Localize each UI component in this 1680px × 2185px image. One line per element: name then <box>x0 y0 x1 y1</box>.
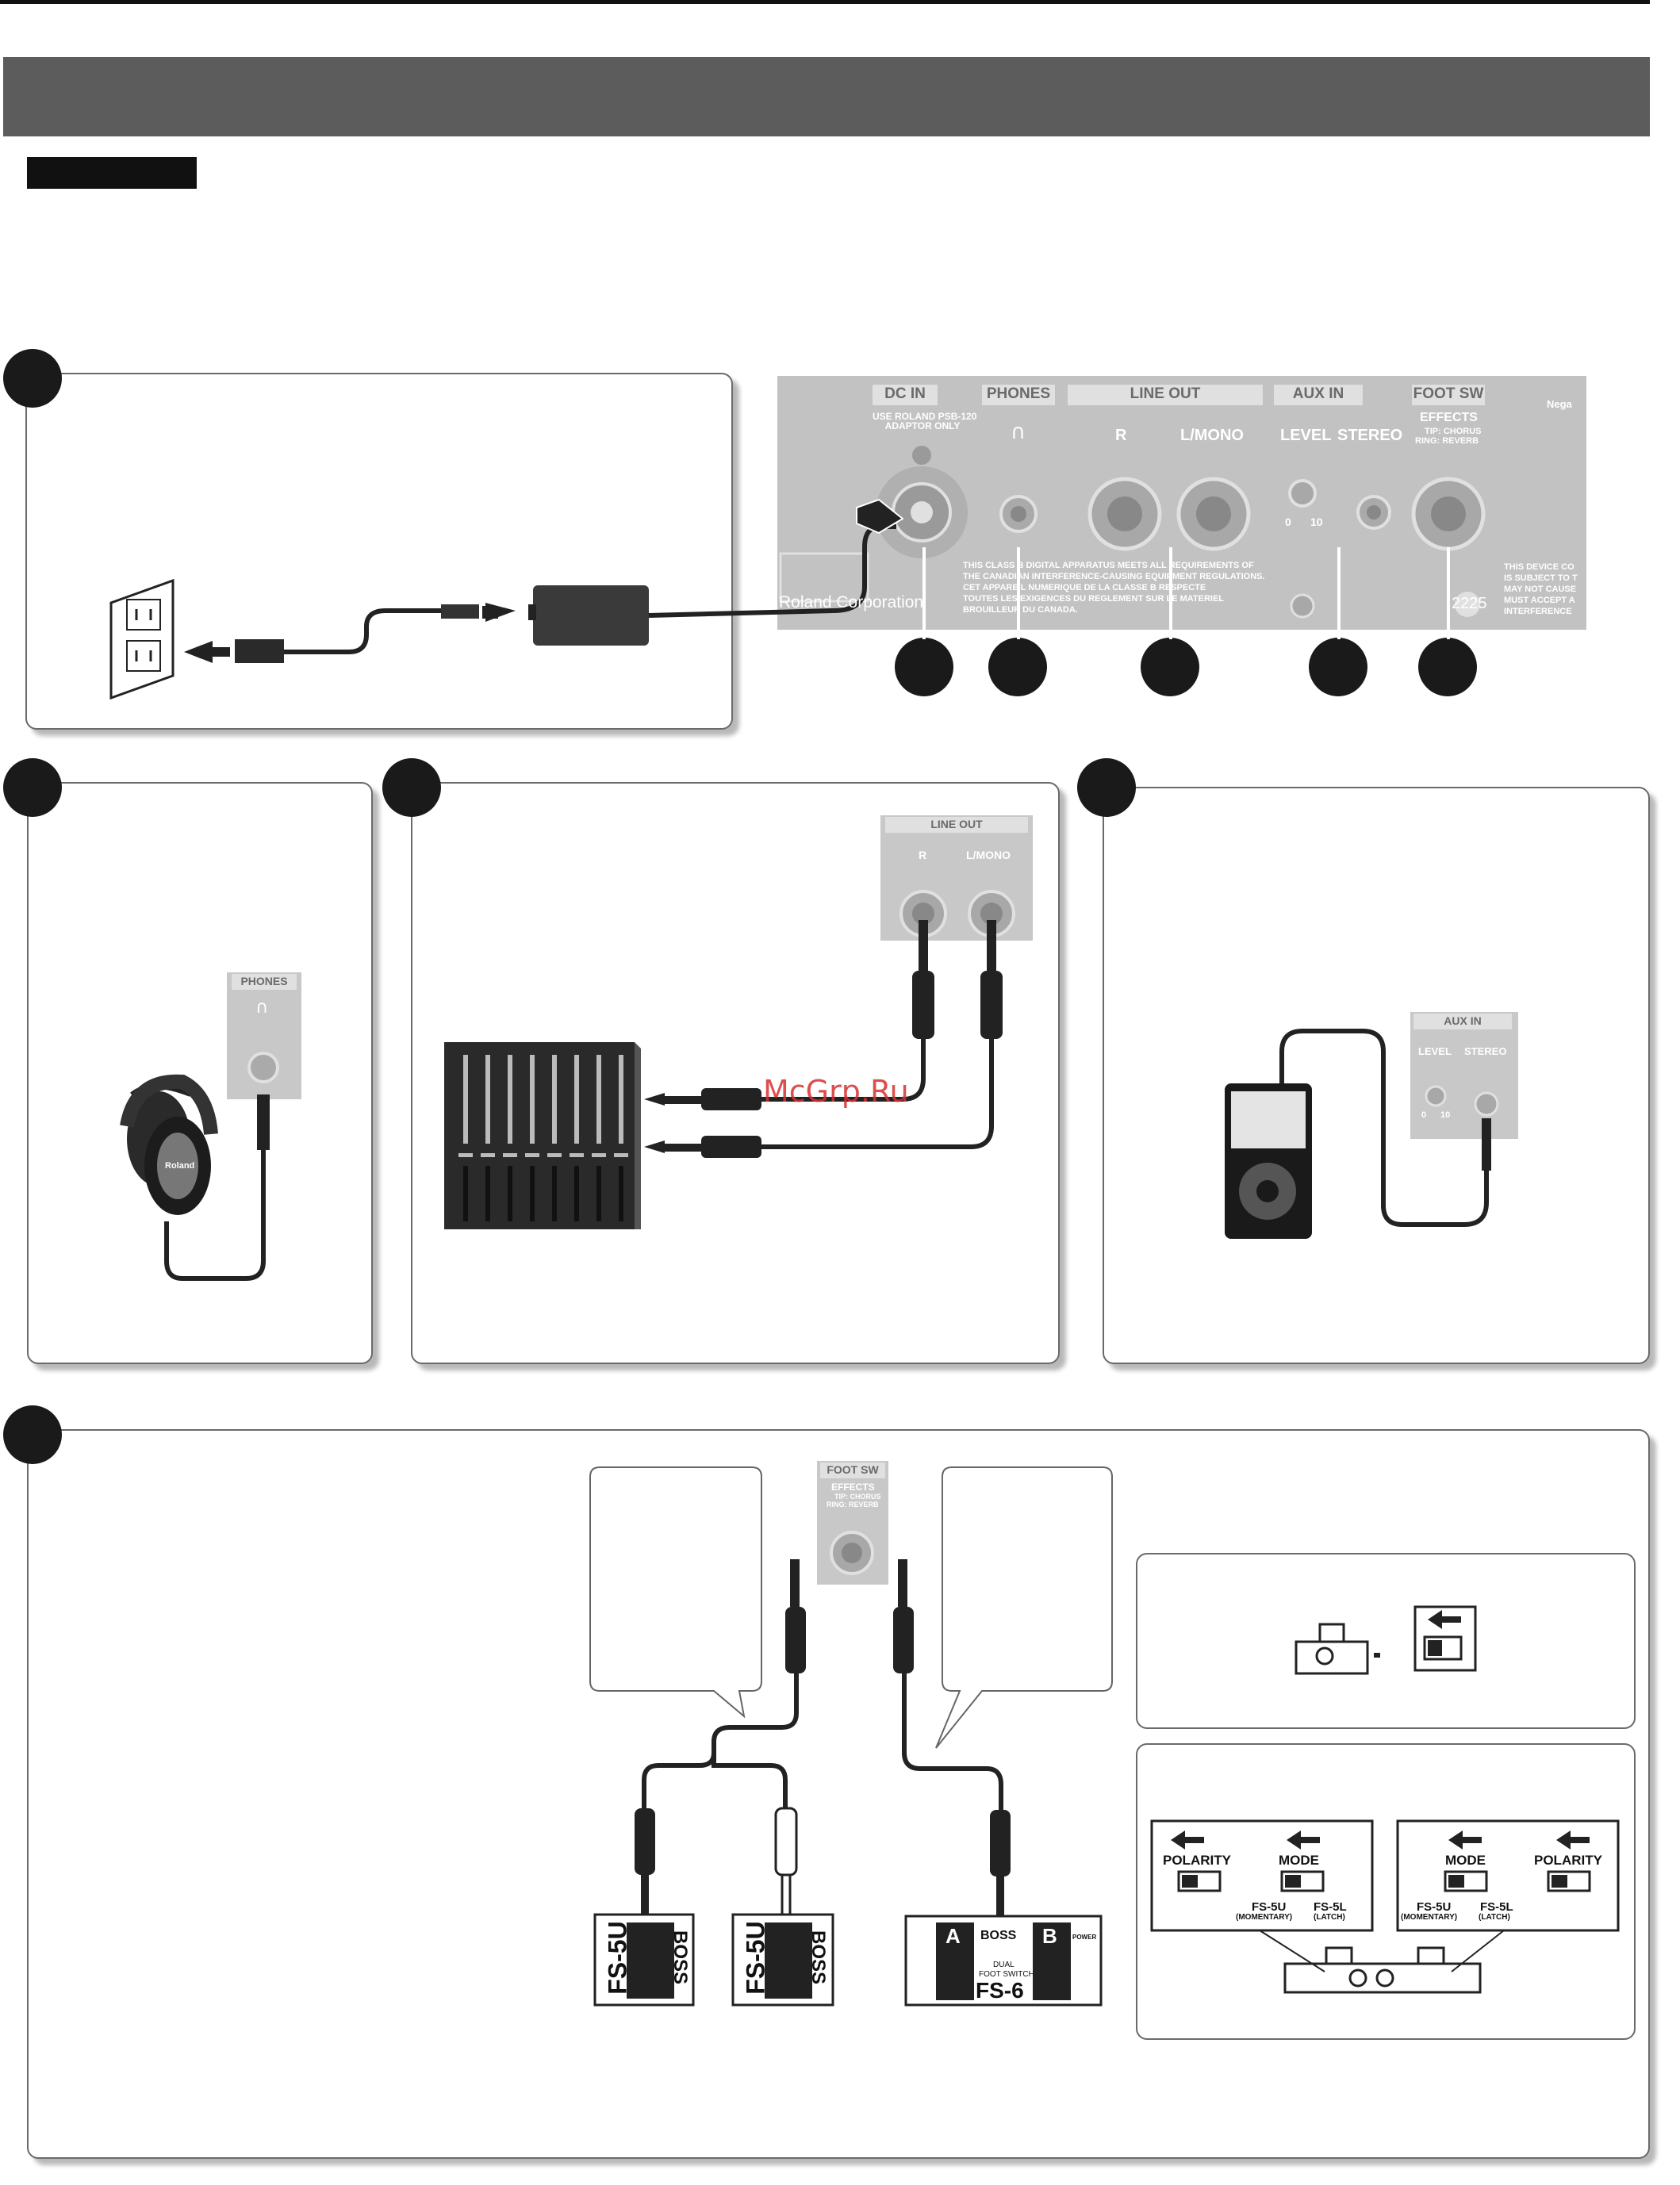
rear-foot-sw-label: FOOT SW <box>1413 385 1484 402</box>
fs6-b-label: B <box>1042 1924 1057 1948</box>
aux-level-label: LEVEL <box>1418 1045 1452 1057</box>
right-fs5u-label: FS-5U <box>1417 1900 1452 1914</box>
panel-headphones <box>27 782 373 1364</box>
rear-code-label: 2225 <box>1452 595 1487 612</box>
rear-adaptor-note-1: USE ROLAND PSB-120 <box>873 411 977 422</box>
fs5u-b-label: FS-5U <box>741 1921 770 1995</box>
aux-in-tag: AUX IN <box>1444 1014 1482 1027</box>
rear-knob-max: 10 <box>1310 516 1323 528</box>
panel-aux-in <box>1103 787 1650 1364</box>
panel-fs5u-setting <box>1136 1553 1636 1729</box>
aux-in-illustration <box>1225 1012 1518 1239</box>
badge-panel-headphones <box>3 758 62 817</box>
rear-level-label: LEVEL <box>1280 427 1332 444</box>
rear-brand-label: Roland Corporation <box>779 593 924 611</box>
rear-compliance-text: THIS CLASS B DIGITAL APPARATUS MEETS ALL… <box>963 561 1265 615</box>
rear-knob-min: 0 <box>1285 516 1291 528</box>
rear-dc-in-label: DC IN <box>884 385 926 402</box>
fs6-sub-1: DUAL <box>993 1961 1015 1969</box>
rear-r-label: R <box>1115 427 1127 444</box>
headphones-brand: Roland <box>165 1161 195 1171</box>
line-out-r: R <box>919 849 927 861</box>
fs6-sub-2: FOOT SWITCH <box>979 1970 1034 1979</box>
badge-jack-line-out <box>1141 638 1199 696</box>
left-mode-label: MODE <box>1279 1853 1319 1868</box>
badge-panel-power <box>3 349 62 408</box>
badge-panel-aux-in <box>1077 758 1136 817</box>
fs6-model-label: FS-6 <box>976 1978 1024 2003</box>
subsection-tab <box>27 157 197 189</box>
fs5u-a-boss-logo: BOSS <box>669 1930 691 1984</box>
header-rule <box>0 0 1650 4</box>
right-latch-label: (LATCH) <box>1479 1913 1510 1922</box>
power-adaptor-illustration <box>109 498 904 700</box>
aux-stereo-label: STEREO <box>1464 1045 1507 1057</box>
fs5u-a-label: FS-5U <box>603 1921 632 1995</box>
left-polarity-label: POLARITY <box>1163 1853 1231 1868</box>
badge-panel-line-out <box>382 758 441 817</box>
section-title-bar <box>3 57 1650 136</box>
phones-headphone-icon: ∩ <box>255 998 269 1018</box>
foot-sw-tip: TIP: CHORUS <box>834 1493 881 1501</box>
rear-panel-illustration <box>777 376 1586 639</box>
fs6-boss-logo: BOSS <box>980 1929 1017 1942</box>
foot-sw-ring: RING: REVERB <box>827 1501 879 1508</box>
rear-ring-label: RING: REVERB <box>1415 436 1479 446</box>
line-out-tag: LINE OUT <box>930 818 983 830</box>
badge-jack-phones <box>988 638 1047 696</box>
line-out-illustration <box>444 815 1033 1229</box>
left-fs5l-label: FS-5L <box>1314 1900 1347 1914</box>
rear-phones-label: PHONES <box>986 385 1051 402</box>
right-fs5l-label: FS-5L <box>1480 1900 1513 1914</box>
phones-illustration <box>120 972 301 1281</box>
rear-adaptor-note-2: ADAPTOR ONLY <box>884 420 961 431</box>
aux-knob-max: 10 <box>1440 1110 1451 1120</box>
fs5u-b-boss-logo: BOSS <box>807 1930 829 1984</box>
right-mode-label: MODE <box>1445 1853 1486 1868</box>
rear-effects-label: EFFECTS <box>1420 411 1478 424</box>
foot-sw-tag: FOOT SW <box>827 1463 879 1476</box>
aux-knob-min: 0 <box>1421 1110 1427 1120</box>
badge-jack-dc-in <box>895 638 953 696</box>
foot-switch-illustration <box>589 1461 1620 2007</box>
rear-tip-label: TIP: CHORUS <box>1425 427 1482 436</box>
watermark: McGrp.Ru <box>763 1074 909 1109</box>
right-polarity-label: POLARITY <box>1534 1853 1602 1868</box>
rear-line-out-label: LINE OUT <box>1130 385 1201 402</box>
left-latch-label: (LATCH) <box>1314 1913 1345 1922</box>
headphone-icon: ∩ <box>1011 420 1026 444</box>
line-out-l-mono: L/MONO <box>966 849 1011 861</box>
badge-jack-foot-sw <box>1418 638 1477 696</box>
fs6-a-label: A <box>945 1924 961 1948</box>
foot-sw-effects: EFFECTS <box>831 1482 875 1493</box>
phones-tag: PHONES <box>240 975 288 987</box>
right-momentary-label: (MOMENTARY) <box>1401 1913 1458 1922</box>
rear-stereo-label: STEREO <box>1337 427 1403 444</box>
rear-fcc-text: THIS DEVICE CO IS SUBJECT TO T MAY NOT C… <box>1504 562 1578 616</box>
rear-aux-in-label: AUX IN <box>1292 385 1344 402</box>
rear-neg-label: Nega <box>1547 398 1572 410</box>
left-fs5u-label: FS-5U <box>1252 1900 1287 1914</box>
left-momentary-label: (MOMENTARY) <box>1236 1913 1293 1922</box>
rear-l-mono-label: L/MONO <box>1180 427 1244 444</box>
badge-panel-foot-switch <box>3 1405 62 1464</box>
fs6-power-label: POWER <box>1072 1934 1097 1941</box>
badge-jack-aux-in <box>1309 638 1367 696</box>
